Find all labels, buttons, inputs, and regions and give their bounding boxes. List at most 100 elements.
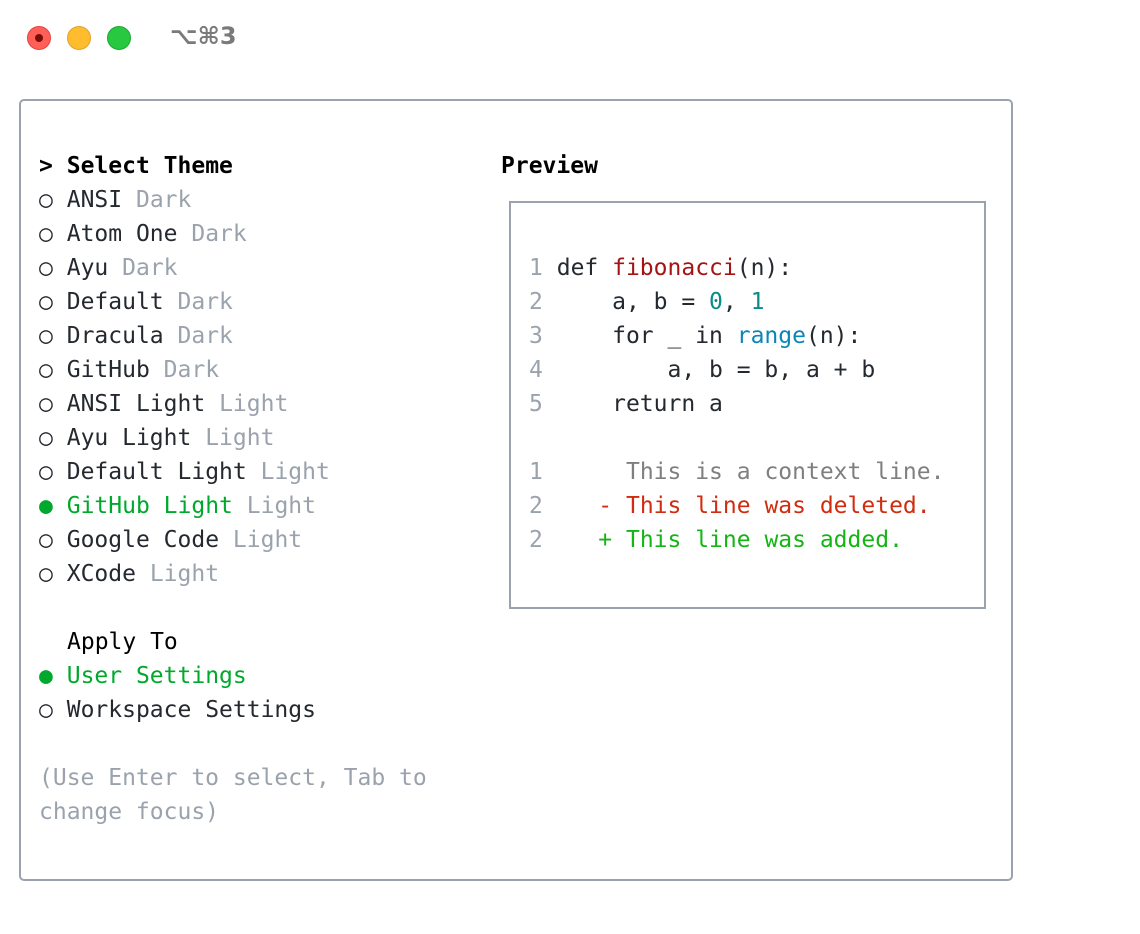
theme-option[interactable]: ● GitHub Light Light	[39, 489, 316, 523]
line-number: 2	[529, 493, 543, 519]
line-number: 2	[529, 289, 543, 315]
preview-title: Preview	[501, 153, 598, 179]
diff-text: This is a context line.	[625, 459, 945, 485]
theme-name: ANSI Light	[66, 391, 206, 417]
theme-option[interactable]: ○ Ayu Dark	[39, 251, 178, 285]
code-line: 2 a, b = 0, 1	[529, 285, 764, 319]
radio-unselected-icon: ○	[39, 697, 53, 723]
code-token: 1	[750, 289, 765, 315]
theme-name: GitHub Light	[66, 493, 233, 519]
theme-type: Light	[260, 459, 330, 485]
minimize-window-button[interactable]	[67, 26, 91, 50]
line-number: 1	[529, 255, 543, 281]
theme-section-header: > Select Theme	[39, 149, 233, 183]
code-token: a, b =	[556, 289, 710, 315]
hint-line-1: (Use Enter to select, Tab to	[39, 765, 427, 791]
radio-selected-icon: ●	[39, 663, 53, 689]
theme-option[interactable]: ○ ANSI Dark	[39, 183, 191, 217]
theme-name: Google Code	[66, 527, 220, 553]
radio-selected-icon: ●	[39, 493, 53, 519]
radio-unselected-icon: ○	[39, 357, 53, 383]
code-token: (n):	[805, 323, 862, 349]
code-line: 1 def fibonacci(n):	[529, 251, 792, 285]
theme-option[interactable]: ○ Default Dark	[39, 285, 233, 319]
theme-option[interactable]: ○ XCode Light	[39, 557, 219, 591]
theme-option[interactable]: ○ GitHub Dark	[39, 353, 219, 387]
code-token: fibonacci	[612, 255, 737, 281]
focus-cursor-icon: >	[39, 153, 53, 179]
theme-type: Light	[205, 425, 275, 451]
theme-type: Light	[246, 493, 316, 519]
radio-unselected-icon: ○	[39, 425, 53, 451]
theme-type: Dark	[122, 255, 178, 281]
theme-name: Atom One	[66, 221, 178, 247]
line-number: 1	[529, 459, 543, 485]
window-shortcut: ⌥⌘3	[170, 22, 237, 50]
line-number: 4	[529, 357, 543, 383]
theme-type: Dark	[177, 323, 233, 349]
theme-option[interactable]: ○ Atom One Dark	[39, 217, 247, 251]
theme-option[interactable]: ○ Google Code Light	[39, 523, 302, 557]
code-token: range	[736, 323, 806, 349]
radio-unselected-icon: ○	[39, 289, 53, 315]
diff-text: This line was added.	[625, 527, 903, 553]
theme-type: Dark	[135, 187, 192, 213]
theme-option[interactable]: ○ Dracula Dark	[39, 319, 233, 353]
code-token: ,	[722, 289, 751, 315]
theme-type: Light	[232, 527, 303, 553]
theme-type: Dark	[191, 221, 247, 247]
line-number: 5	[529, 391, 543, 417]
radio-unselected-icon: ○	[39, 323, 53, 349]
radio-unselected-icon: ○	[39, 391, 53, 417]
theme-name: Ayu	[66, 255, 109, 281]
theme-name: Default Light	[66, 459, 247, 485]
code-token: (n):	[736, 255, 793, 281]
apply-section-title: Apply To	[67, 629, 178, 655]
apply-option-label: User Settings	[66, 663, 247, 689]
diff-line-del: 2 - This line was deleted.	[529, 489, 931, 523]
hint-line-2: change focus)	[39, 799, 220, 825]
theme-option[interactable]: ○ ANSI Light Light	[39, 387, 288, 421]
theme-name: XCode	[66, 561, 136, 587]
radio-unselected-icon: ○	[39, 527, 53, 553]
apply-option[interactable]: ● User Settings	[39, 659, 247, 693]
theme-dialog	[19, 99, 1013, 881]
code-line: 3 for _ in range(n):	[529, 319, 861, 353]
diff-marker: -	[598, 493, 613, 519]
close-window-button[interactable]	[27, 26, 51, 50]
code-token: return a	[556, 391, 723, 417]
diff-marker: +	[598, 527, 613, 553]
code-token: 0	[709, 289, 723, 315]
theme-name: Ayu Light	[66, 425, 192, 451]
theme-section-title: Select Theme	[66, 153, 233, 179]
apply-option-label: Workspace Settings	[66, 697, 316, 723]
diff-text: This line was deleted.	[625, 493, 931, 519]
radio-unselected-icon: ○	[39, 255, 53, 281]
theme-type: Light	[219, 391, 289, 417]
radio-unselected-icon: ○	[39, 459, 53, 485]
code-token: for _ in	[556, 323, 737, 349]
theme-option[interactable]: ○ Ayu Light Light	[39, 421, 274, 455]
zoom-window-button[interactable]	[107, 26, 131, 50]
code-line: 5 return a	[529, 387, 723, 421]
theme-name: Dracula	[66, 323, 164, 349]
theme-name: Default	[66, 289, 164, 315]
theme-type: Light	[149, 561, 220, 587]
radio-unselected-icon: ○	[39, 561, 53, 587]
radio-unselected-icon: ○	[39, 221, 53, 247]
line-number: 3	[529, 323, 543, 349]
code-line: 4 a, b = b, a + b	[529, 353, 875, 387]
theme-name: ANSI	[66, 187, 123, 213]
diff-line-add: 2 + This line was added.	[529, 523, 903, 557]
apply-option[interactable]: ○ Workspace Settings	[39, 693, 316, 727]
preview-box	[509, 201, 986, 609]
theme-type: Dark	[163, 357, 220, 383]
code-token: def	[556, 255, 613, 281]
diff-marker	[598, 459, 612, 485]
radio-unselected-icon: ○	[39, 187, 53, 213]
theme-option[interactable]: ○ Default Light Light	[39, 455, 330, 489]
code-token: a, b = b, a + b	[556, 357, 876, 383]
line-number: 2	[529, 527, 543, 553]
diff-line-ctx: 1 This is a context line.	[529, 455, 944, 489]
theme-name: GitHub	[66, 357, 150, 383]
